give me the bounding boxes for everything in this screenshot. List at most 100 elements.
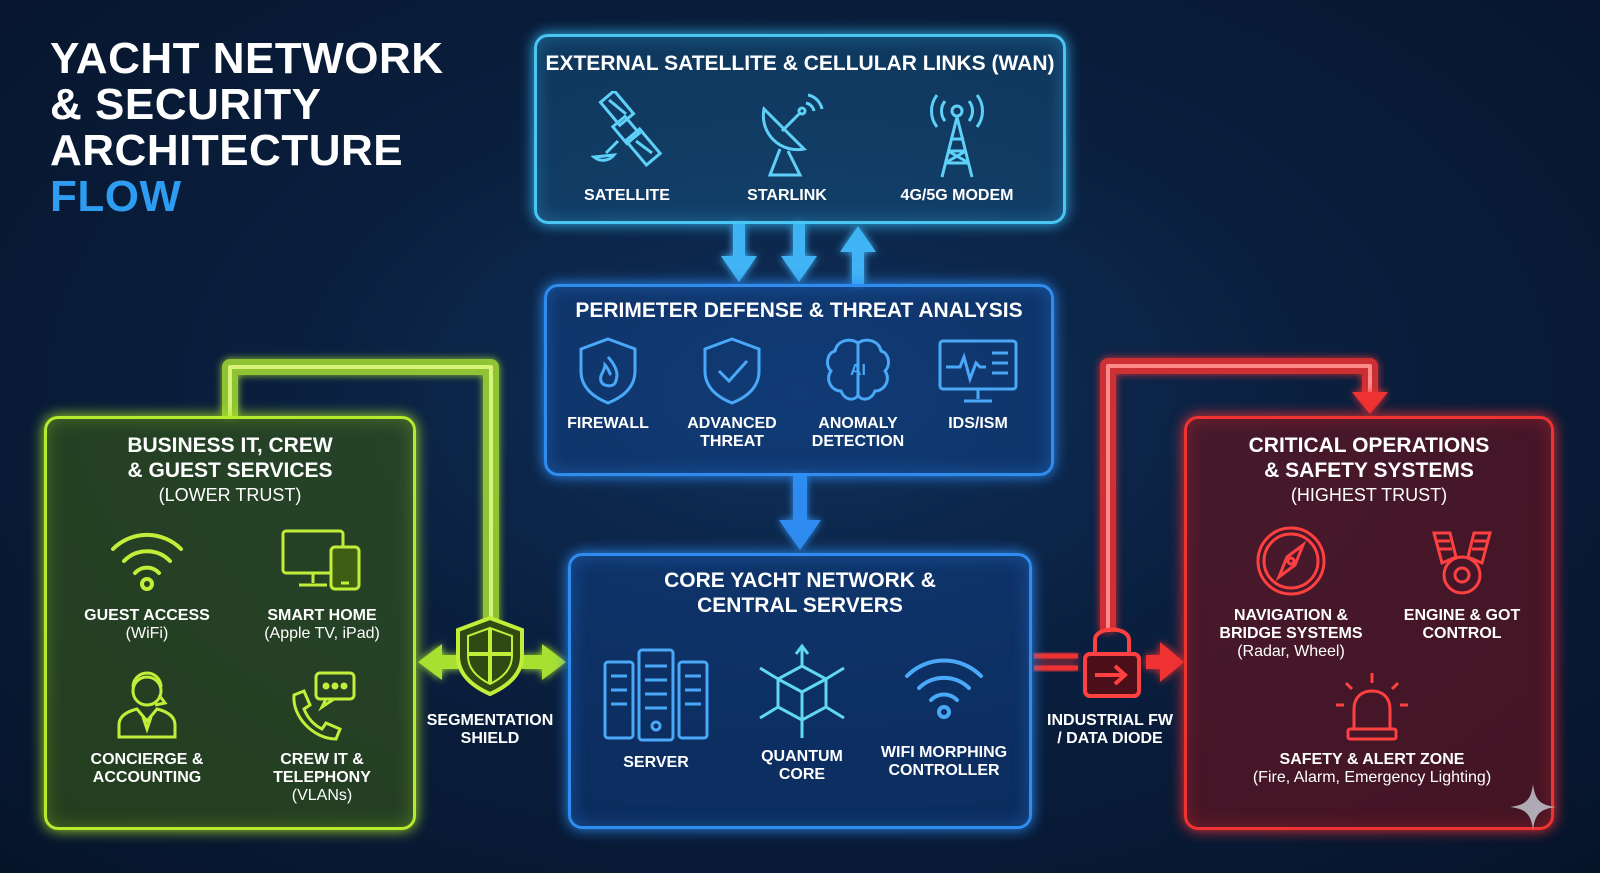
core-heading-line: CORE YACHT NETWORK & bbox=[664, 569, 936, 592]
perimeter-box: PERIMETER DEFENSE & THREAT ANALYSIS FIRE… bbox=[544, 284, 1054, 476]
monitor-pulse-icon bbox=[938, 339, 1018, 403]
wan-heading: EXTERNAL SATELLITE & CELLULAR LINKS (WAN… bbox=[545, 52, 1055, 75]
engine-icon bbox=[1432, 531, 1492, 595]
critical-heading: CRITICAL OPERATIONS & SAFETY SYSTEMS bbox=[1187, 433, 1551, 483]
business-heading: BUSINESS IT, CREW & GUEST SERVICES bbox=[47, 433, 413, 483]
shield-check-icon bbox=[703, 337, 761, 405]
core-item-label: QUANTUM bbox=[761, 748, 843, 765]
core-item-quantum: QUANTUM CORE bbox=[737, 642, 867, 784]
svg-text:AI: AI bbox=[850, 362, 866, 379]
shield-label-line: SEGMENTATION bbox=[426, 712, 554, 729]
wan-item-label: STARLINK bbox=[747, 187, 827, 204]
business-heading-line: & GUEST SERVICES bbox=[127, 459, 333, 482]
perimeter-core-arrow bbox=[779, 476, 821, 550]
diode-label-line: INDUSTRIAL FW bbox=[1047, 712, 1173, 729]
perimeter-item-label: ADVANCED bbox=[687, 415, 777, 432]
business-item-detail: (Apple TV, iPad) bbox=[264, 625, 380, 642]
business-trust: (LOWER TRUST) bbox=[158, 485, 302, 505]
critical-trust: (HIGHEST TRUST) bbox=[1290, 485, 1448, 505]
perimeter-item-ids: IDS/ISM bbox=[923, 335, 1033, 433]
perimeter-item-advanced-threat: ADVANCED THREAT bbox=[677, 335, 787, 451]
critical-item-detail: (Radar, Wheel) bbox=[1237, 643, 1345, 660]
padlock-arrow-icon bbox=[1083, 627, 1141, 698]
business-item-smart-home: SMART HOME (Apple TV, iPad) bbox=[237, 527, 407, 643]
page-title: YACHT NETWORK & SECURITY ARCHITECTURE FL… bbox=[50, 36, 444, 220]
business-heading-line: BUSINESS IT, CREW bbox=[127, 434, 333, 457]
shield-fire-icon bbox=[579, 337, 637, 405]
wan-item-label: 4G/5G MODEM bbox=[900, 187, 1014, 204]
siren-icon bbox=[1336, 673, 1408, 741]
satellite-icon bbox=[590, 91, 663, 168]
business-item-label: CREW IT & bbox=[280, 751, 364, 768]
critical-box: CRITICAL OPERATIONS & SAFETY SYSTEMS (HI… bbox=[1184, 416, 1554, 830]
business-item-label: SMART HOME bbox=[267, 607, 377, 624]
compass-icon bbox=[1256, 526, 1326, 596]
core-heading-line: CENTRAL SERVERS bbox=[697, 594, 903, 617]
core-item-wifi-controller: WIFI MORPHING CONTROLLER bbox=[869, 652, 1019, 780]
perimeter-heading: PERIMETER DEFENSE & THREAT ANALYSIS bbox=[575, 299, 1023, 322]
diode-to-critical-arrow bbox=[1146, 642, 1184, 682]
segmentation-shield-label: SEGMENTATION SHIELD bbox=[410, 712, 570, 748]
business-item-crew: CREW IT & TELEPHONY (VLANs) bbox=[237, 669, 407, 805]
critical-item-label: NAVIGATION & bbox=[1233, 607, 1349, 624]
segmentation-double-arrow bbox=[418, 644, 566, 680]
concierge-icon bbox=[117, 671, 177, 739]
title-line: & SECURITY bbox=[50, 80, 322, 129]
core-item-label: CONTROLLER bbox=[888, 762, 1000, 779]
perimeter-item-label: FIREWALL bbox=[567, 415, 649, 432]
satellite-dish-icon bbox=[761, 93, 824, 177]
shield-cross-icon bbox=[456, 615, 524, 697]
devices-icon bbox=[281, 529, 361, 591]
core-heading: CORE YACHT NETWORK & CENTRAL SERVERS bbox=[571, 568, 1029, 618]
title-accent: FLOW bbox=[50, 172, 182, 221]
business-item-detail: (VLANs) bbox=[291, 787, 353, 804]
title-line: ARCHITECTURE bbox=[50, 126, 404, 175]
business-item-label: TELEPHONY bbox=[273, 769, 371, 786]
wan-item-satellite: SATELLITE bbox=[577, 91, 677, 205]
perimeter-item-label: IDS/ISM bbox=[948, 415, 1008, 432]
up-arrow bbox=[840, 226, 876, 284]
core-item-label: WIFI MORPHING bbox=[880, 744, 1008, 761]
ai-brain-icon: AI bbox=[826, 338, 890, 401]
business-item-label: ACCOUNTING bbox=[92, 769, 202, 786]
critical-item-engine: ENGINE & GOT CONTROL bbox=[1377, 523, 1547, 643]
critical-item-label: SAFETY & ALERT ZONE bbox=[1279, 751, 1465, 768]
title-line: YACHT NETWORK bbox=[50, 34, 444, 83]
server-rack-icon bbox=[603, 648, 709, 742]
critical-item-label: BRIDGE SYSTEMS bbox=[1219, 625, 1363, 642]
business-item-label: CONCIERGE & bbox=[90, 751, 204, 768]
wan-item-label: SATELLITE bbox=[584, 187, 670, 204]
cell-tower-icon bbox=[930, 94, 984, 178]
perimeter-item-firewall: FIREWALL bbox=[553, 335, 663, 433]
business-box: BUSINESS IT, CREW & GUEST SERVICES (LOWE… bbox=[44, 416, 416, 830]
cube-network-icon bbox=[759, 643, 845, 738]
data-diode bbox=[1074, 618, 1150, 702]
core-item-server: SERVER bbox=[591, 648, 721, 772]
critical-item-label: CONTROL bbox=[1422, 625, 1502, 642]
business-item-concierge: CONCIERGE & ACCOUNTING bbox=[67, 669, 227, 787]
perimeter-item-label: DETECTION bbox=[811, 433, 905, 450]
wan-item-modem: 4G/5G MODEM bbox=[887, 91, 1027, 205]
business-item-label: GUEST ACCESS bbox=[84, 607, 210, 624]
core-item-label: CORE bbox=[778, 766, 826, 783]
segmentation-shield bbox=[440, 614, 540, 698]
diode-lines bbox=[1034, 653, 1078, 671]
down-arrow bbox=[781, 224, 817, 282]
wifi-icon bbox=[905, 658, 983, 719]
core-box: CORE YACHT NETWORK & CENTRAL SERVERS SER… bbox=[568, 553, 1032, 829]
critical-item-detail: (Fire, Alarm, Emergency Lighting) bbox=[1252, 769, 1492, 786]
business-item-guest: GUEST ACCESS (WiFi) bbox=[67, 527, 227, 643]
critical-item-navigation: NAVIGATION & BRIDGE SYSTEMS (Radar, Whee… bbox=[1201, 523, 1381, 661]
critical-heading-line: CRITICAL OPERATIONS bbox=[1248, 434, 1490, 457]
wan-item-starlink: STARLINK bbox=[727, 91, 847, 205]
shield-label-line: SHIELD bbox=[460, 730, 520, 747]
wan-box: EXTERNAL SATELLITE & CELLULAR LINKS (WAN… bbox=[534, 34, 1066, 224]
critical-heading-line: & SAFETY SYSTEMS bbox=[1264, 459, 1474, 482]
wan-perimeter-arrows bbox=[721, 224, 876, 284]
critical-item-label: ENGINE & GOT bbox=[1403, 607, 1521, 624]
down-arrow bbox=[721, 224, 757, 282]
critical-item-safety: SAFETY & ALERT ZONE (Fire, Alarm, Emerge… bbox=[1207, 669, 1537, 787]
perimeter-item-anomaly: AI ANOMALY DETECTION bbox=[799, 335, 917, 451]
perimeter-item-label: ANOMALY bbox=[818, 415, 898, 432]
